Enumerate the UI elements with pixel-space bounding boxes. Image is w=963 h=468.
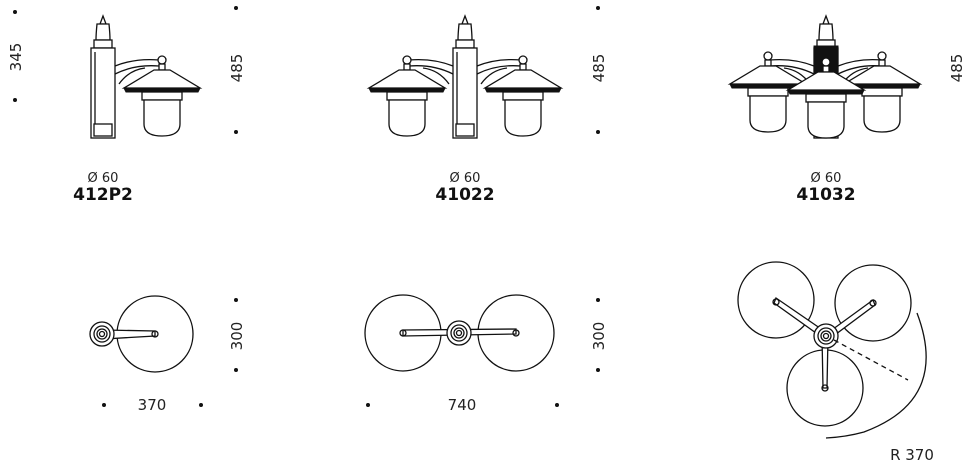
dimension-width: 370 — [138, 396, 167, 414]
dimension-depth: 300 — [228, 322, 246, 351]
dimension-radius: R 370 — [890, 446, 934, 464]
product-code: 41032 — [796, 185, 855, 205]
dimension-arm-height: 345 — [7, 43, 25, 72]
diameter-label: Ø 60 — [450, 171, 481, 186]
elevation-412P2: 345 485 Ø 60 412P2 — [7, 6, 246, 205]
dimension-depth: 300 — [590, 322, 608, 351]
plan-view-41022: 300 740 — [364, 294, 608, 414]
diameter-label: Ø 60 — [88, 171, 119, 186]
dimension-height: 485 — [228, 54, 246, 83]
dimension-height: 485 — [948, 54, 963, 83]
diameter-label: Ø 60 — [811, 171, 842, 186]
product-code: 41022 — [435, 185, 494, 205]
dimension-height: 485 — [590, 54, 608, 83]
plan-view-412P2: 300 370 — [89, 295, 246, 414]
elevation-41032: 485 Ø 60 41032 — [729, 15, 963, 205]
dimension-width: 740 — [448, 396, 477, 414]
plan-view-41032: R 370 — [737, 261, 934, 464]
elevation-41022: 485 Ø 60 41022 — [368, 6, 608, 205]
product-code: 412P2 — [73, 185, 133, 205]
